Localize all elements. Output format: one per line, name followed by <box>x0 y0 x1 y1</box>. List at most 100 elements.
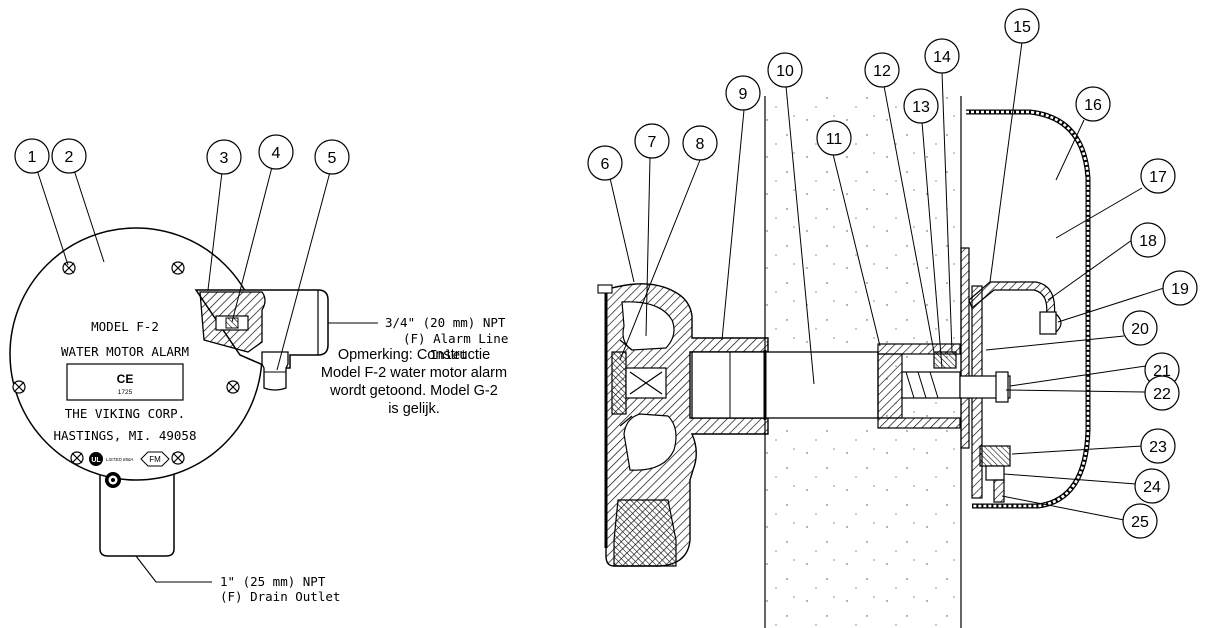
svg-text:24: 24 <box>1143 479 1161 496</box>
callout-6: 6 <box>587 145 623 181</box>
svg-text:8: 8 <box>696 136 705 153</box>
inlet-label-line1: 3/4" (20 mm) NPT <box>385 315 506 330</box>
impeller <box>611 339 667 427</box>
plate-model: MODEL F-2 <box>91 319 159 334</box>
callout-2: 2 <box>51 138 87 174</box>
drain-plug-fitting <box>261 351 289 391</box>
callout-22: 22 <box>1144 375 1180 411</box>
striker-hammer <box>1039 311 1057 335</box>
callout-circles: 1 2 3 4 5 6 7 8 9 10 11 12 13 14 15 16 1… <box>14 8 1198 539</box>
svg-text:25: 25 <box>1131 514 1149 531</box>
note-line-2: Model F-2 water motor alarm <box>320 365 508 381</box>
gong-washer <box>993 479 1005 503</box>
construction-note: Opmerking: Constructie Model F-2 water m… <box>300 346 528 418</box>
callout-16: 16 <box>1075 86 1111 122</box>
svg-text:18: 18 <box>1139 233 1157 250</box>
callout-12: 12 <box>864 52 900 88</box>
bushing-top <box>877 343 961 355</box>
impeller-cavity-lower <box>623 413 677 471</box>
svg-text:3: 3 <box>220 150 229 167</box>
callout-19: 19 <box>1162 270 1198 306</box>
svg-text:4: 4 <box>272 145 281 162</box>
ce-label-box <box>66 363 184 401</box>
callout-8: 8 <box>682 125 718 161</box>
plate-city: HASTINGS, MI. 49058 <box>54 428 197 443</box>
drive-shaft <box>691 351 879 419</box>
bearing-hatch <box>905 371 939 399</box>
cover-cap-screw <box>597 284 613 294</box>
callout-4: 4 <box>258 134 294 170</box>
callout-11: 11 <box>816 120 852 156</box>
note-line-3: wordt getoond. Model G-2 <box>330 383 498 399</box>
svg-text:12: 12 <box>873 63 891 80</box>
svg-text:13: 13 <box>912 99 930 116</box>
svg-text:2: 2 <box>65 149 74 166</box>
svg-text:17: 17 <box>1149 169 1167 186</box>
callout-leaders <box>36 41 1165 521</box>
drain-label-line1: 1" (25 mm) NPT <box>220 574 326 589</box>
plate-product: WATER MOTOR ALARM <box>61 344 189 359</box>
callout-10: 10 <box>767 52 803 88</box>
callout-13: 13 <box>903 88 939 124</box>
inlet-strainer <box>225 317 239 329</box>
bushing-end <box>877 353 903 419</box>
svg-text:20: 20 <box>1131 321 1149 338</box>
svg-text:19: 19 <box>1171 281 1189 298</box>
svg-text:14: 14 <box>933 49 951 66</box>
mounting-plate <box>960 247 970 449</box>
svg-text:16: 16 <box>1084 97 1102 114</box>
drain-outlet-neck <box>99 470 175 557</box>
svg-text:1: 1 <box>28 149 37 166</box>
callout-1: 1 <box>14 138 50 174</box>
bushing-bottom <box>877 417 961 429</box>
callout-5: 5 <box>314 139 350 175</box>
note-line-4: is gelijk. <box>388 401 440 417</box>
fm-approved-icon: FM <box>140 451 170 467</box>
svg-text:10: 10 <box>776 63 794 80</box>
svg-text:9: 9 <box>739 86 748 103</box>
callout-14: 14 <box>924 38 960 74</box>
impeller-cavity <box>621 301 675 351</box>
gasket <box>933 351 957 369</box>
svg-text:UL: UL <box>91 457 101 464</box>
svg-text:22: 22 <box>1153 386 1171 403</box>
callout-20: 20 <box>1122 310 1158 346</box>
note-line-1: Opmerking: Constructie <box>337 347 491 363</box>
svg-text:11: 11 <box>826 131 843 148</box>
svg-text:7: 7 <box>648 134 657 151</box>
gong-bolt <box>979 445 1011 467</box>
gong-nut <box>985 465 1005 481</box>
front-view: MODEL F-2 WATER MOTOR ALARM CE 1725 THE … <box>9 227 508 604</box>
callout-15: 15 <box>1004 8 1040 44</box>
inlet-label-line3: Inlet <box>430 347 468 362</box>
svg-text:15: 15 <box>1013 19 1031 36</box>
callout-25: 25 <box>1122 503 1158 539</box>
svg-text:6: 6 <box>601 156 610 173</box>
section-view <box>597 96 1091 628</box>
callout-3: 3 <box>206 139 242 175</box>
inlet-label-line2: (F) Alarm Line <box>403 331 508 346</box>
callout-17: 17 <box>1140 158 1176 194</box>
bolt-head <box>995 371 1009 403</box>
lpcb-approval-icon <box>105 472 121 488</box>
hammer-tip <box>1055 313 1062 333</box>
ce-mark: CE <box>117 372 134 386</box>
svg-text:23: 23 <box>1149 439 1167 456</box>
callout-7: 7 <box>634 123 670 159</box>
callout-24: 24 <box>1134 468 1170 504</box>
callout-18: 18 <box>1130 222 1166 258</box>
callout-9: 9 <box>725 75 761 111</box>
ce-number: 1725 <box>118 389 133 396</box>
drain-label-line2: (F) Drain Outlet <box>220 589 340 604</box>
drain-outlet-section <box>613 499 677 567</box>
drain-leader <box>135 555 212 583</box>
svg-text:5: 5 <box>328 150 337 167</box>
svg-text:FM: FM <box>149 455 161 464</box>
plate-maker: THE VIKING CORP. <box>65 406 185 421</box>
ul-listed-icon: UL LISTED 856A <box>89 452 134 466</box>
water-motor-housing <box>605 283 769 567</box>
ul-listed-text: LISTED 856A <box>106 457 134 462</box>
cover-screw-icons <box>12 261 240 465</box>
callout-23: 23 <box>1140 428 1176 464</box>
